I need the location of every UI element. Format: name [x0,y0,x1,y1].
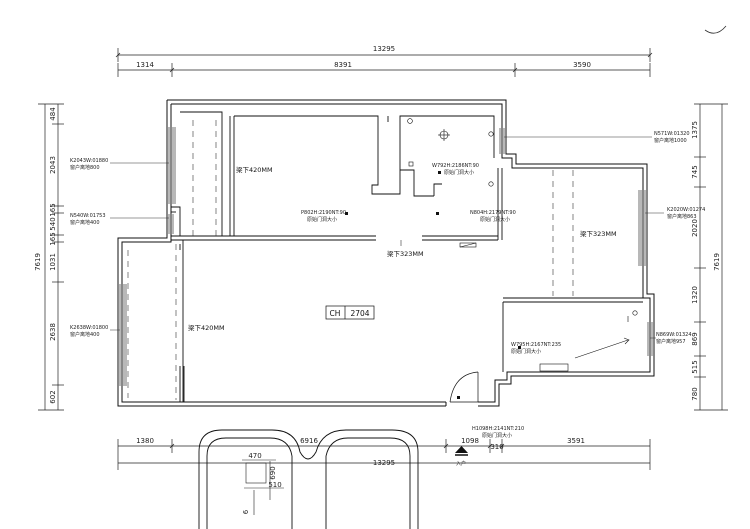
beam-lines [127,120,574,400]
door-note-entrance-2: 原始门洞大小 [482,432,512,439]
right-dim-3: 2020 [691,219,699,237]
window-note-left-mid-1: N540W:01753 [70,213,106,219]
ceiling-tag-label: CH [330,309,341,318]
entrance-door [449,371,479,403]
lower-dim-510: 510 [268,481,281,489]
left-dim-3: 165 [49,203,57,216]
lower-dim-marks [242,459,284,515]
window-note-right-top-2: 窗户离地1000 [654,137,687,144]
bottom-dim-2: 6916 [300,437,318,445]
bottom-dim-3: 1098 [461,437,479,445]
left-dim-7: 2638 [49,323,57,341]
beam-label-hall: 梁下323MM [387,249,424,258]
ceiling-height-tag [325,305,375,320]
lower-dim-470: 470 [248,452,261,460]
beam-label-living: 梁下420MM [188,323,225,332]
door-note-bottom-room-1: W795H:2167NT:235 [511,342,561,348]
leader-lines [110,136,664,339]
left-dim-4: 540 [49,217,57,230]
bottom-dim-4: 310 [490,443,503,451]
left-dim-6: 1031 [49,253,57,271]
bottom-total-dim: 13295 [373,459,395,467]
window-note-left-top-1: K2043W:01880 [70,158,108,164]
right-dim-2: 745 [691,165,699,178]
door-note-entrance-1: H1098H:2141NT:210 [472,426,524,432]
left-total-dim: 7619 [34,253,42,271]
right-dim-5: 869 [691,332,699,345]
left-dimension-lines [38,103,64,411]
window-note-right-mid-1: K2020W:01274 [667,207,705,213]
right-dim-4: 1320 [691,286,699,304]
right-dim-6: 515 [691,360,699,373]
window-marks [119,127,653,386]
right-dimension-lines [694,103,728,411]
door-note-bottom-room-2: 原始门洞大小 [511,348,541,355]
entrance-marker [455,446,468,456]
window-note-left-bot-1: K2638W:01800 [70,325,108,331]
outer-walls [117,99,655,407]
interior-walls [171,111,643,402]
top-dimension-lines [115,48,653,77]
door-markers [345,171,521,399]
top-dim-3: 3590 [573,61,591,69]
right-dim-1: 1375 [691,121,699,139]
door-note-bath-1: W792H:2186NT:90 [432,163,479,169]
right-total-dim: 7619 [713,253,721,271]
door-note-right-1: N804H:2179NT:90 [470,210,516,216]
left-dim-2: 2043 [49,156,57,174]
bathroom-fixtures [407,118,638,372]
lower-dim-6: 6 [242,509,250,514]
door-note-mid-2: 原始门洞大小 [307,216,337,223]
beam-label-top-left: 梁下420MM [236,165,273,174]
top-dim-1: 1314 [136,61,154,69]
door-note-mid-1: P802H:2190NT:90 [301,210,346,216]
window-note-right-mid-2: 窗户离地863 [667,213,697,220]
beam-label-right-room: 梁下323MM [580,229,617,238]
window-note-right-top-1: N571W:01320 [654,131,690,137]
window-note-left-bot-2: 窗户离地400 [70,331,100,338]
left-dim-8: 602 [49,390,57,403]
corner-arc [704,25,727,34]
window-note-left-mid-2: 窗户离地400 [70,219,100,226]
ceiling-tag-value: 2704 [350,309,369,318]
bottom-dim-5: 3591 [567,437,585,445]
lower-dim-690: 690 [269,466,277,479]
top-dim-2: 8391 [334,61,352,69]
left-dim-5: 165 [49,232,57,245]
left-dim-1: 484 [49,107,57,121]
window-note-left-top-2: 窗户离地800 [70,164,100,171]
bottom-dim-1: 1380 [136,437,154,445]
top-total-dim: 13295 [373,45,395,53]
door-note-right-2: 原始门洞大小 [480,216,510,223]
window-note-right-bot-2: 窗户离地957 [656,338,686,345]
right-dim-7: 780 [691,387,699,400]
entrance-label: 入户 [456,460,466,467]
door-note-bath-2: 原始门洞大小 [444,169,474,176]
window-note-right-bot-1: N869W:01324 [656,332,692,338]
lower-structure [198,429,419,529]
